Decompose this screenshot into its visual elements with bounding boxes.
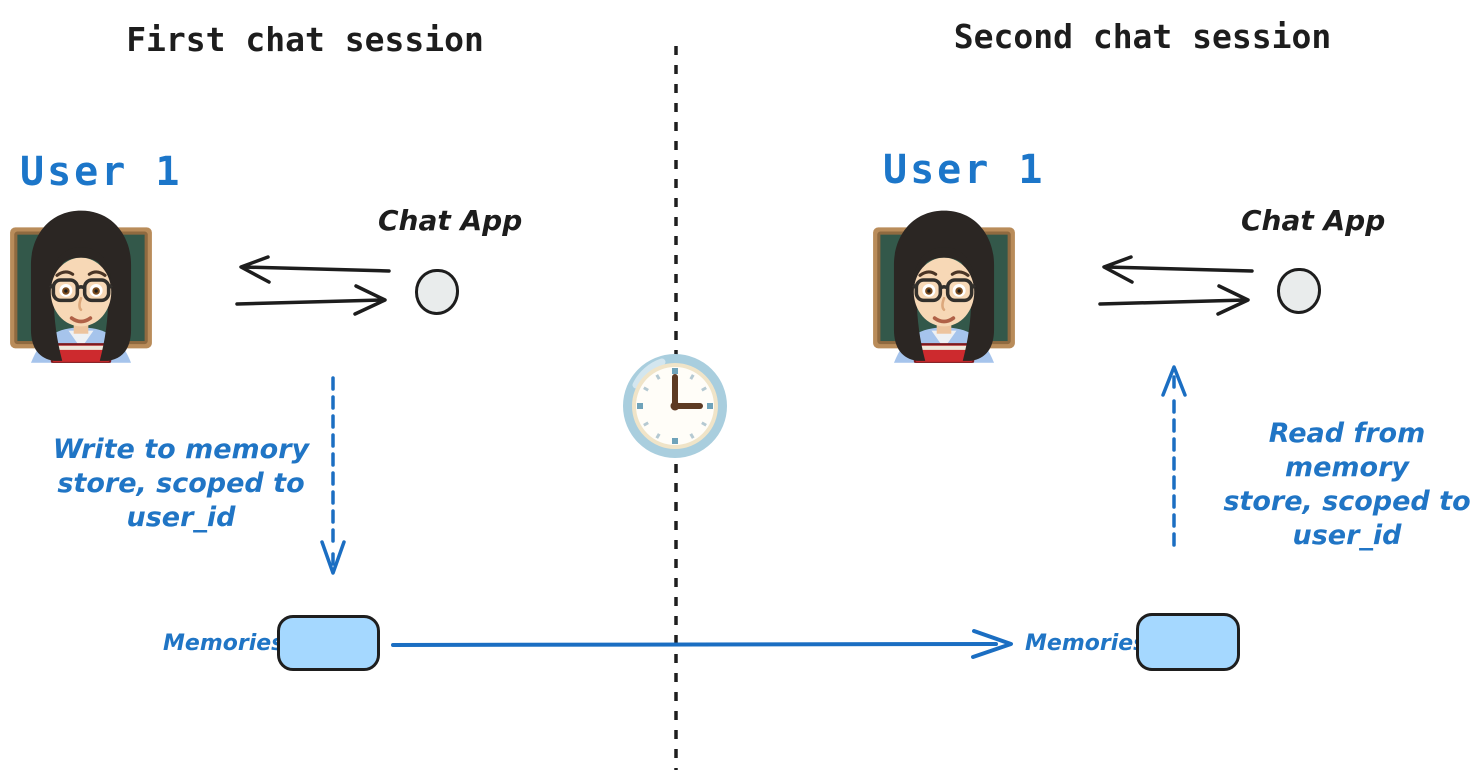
woman-teacher-emoji — [871, 196, 1017, 363]
memories-box-left — [277, 615, 380, 671]
chat-exchange-arrows-icon — [233, 254, 393, 320]
annotation-line: user_id — [126, 502, 236, 533]
write-memory-annotation: Write to memory store, scoped to user_id — [50, 433, 312, 535]
write-memory-dashed-arrow — [320, 376, 346, 575]
memory-transfer-arrow — [391, 629, 1013, 659]
woman-teacher-emoji — [8, 196, 154, 363]
annotation-line: Read from memory — [1268, 418, 1426, 483]
chat-app-node-icon — [415, 269, 459, 315]
annotation-line: user_id — [1292, 520, 1402, 551]
read-memory-annotation: Read from memory store, scoped to user_i… — [1216, 417, 1478, 553]
chat-exchange-arrows-icon — [1096, 254, 1256, 320]
second-session-title: Second chat session — [953, 17, 1332, 56]
user-1-label-right: User 1 — [883, 147, 1046, 193]
chat-app-label-left: Chat App — [378, 204, 523, 237]
memories-label-left: Memories — [163, 631, 285, 656]
annotation-line: Write to memory — [52, 434, 310, 465]
memories-label-right: Memories — [1025, 631, 1147, 656]
read-memory-dashed-arrow — [1161, 365, 1187, 555]
annotation-line: store, scoped to — [57, 468, 305, 499]
first-session-title: First chat session — [126, 20, 484, 59]
chat-app-label-right: Chat App — [1241, 204, 1386, 237]
clock-icon — [620, 351, 730, 461]
chat-app-node-icon — [1277, 268, 1321, 314]
user-1-label-left: User 1 — [20, 149, 183, 195]
annotation-line: store, scoped to — [1223, 486, 1471, 517]
memories-box-right — [1136, 613, 1240, 671]
